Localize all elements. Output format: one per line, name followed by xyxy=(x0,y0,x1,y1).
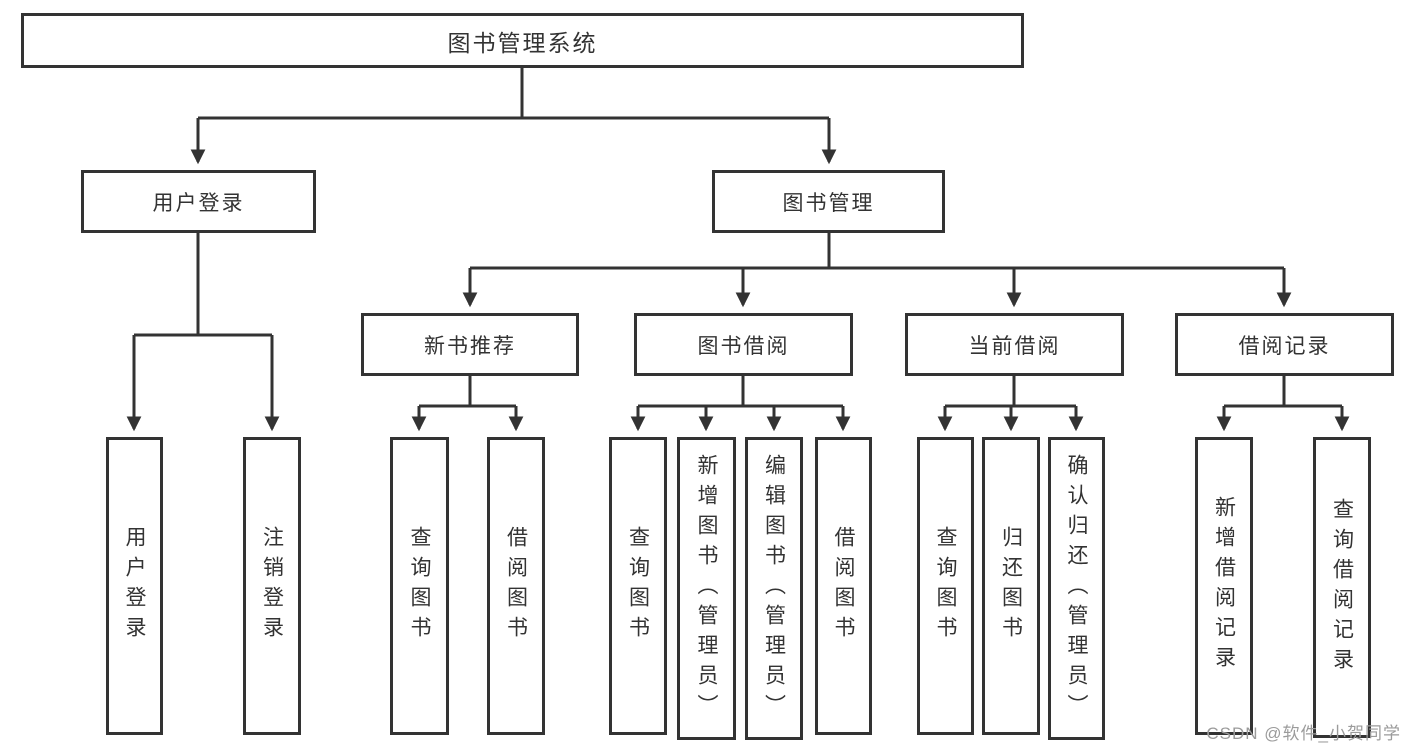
node-current-borrowing: 当前借阅 xyxy=(905,313,1124,376)
leaf-label: 新增借阅记录 xyxy=(1212,496,1236,676)
leaf-label: 查询图书 xyxy=(408,526,431,646)
node-label: 图书借阅 xyxy=(697,334,790,358)
leaf-query-books-borrow: 查询图书 xyxy=(609,437,667,735)
leaf-label: 借阅图书 xyxy=(504,526,528,646)
leaf-label: 确认归还（管理员） xyxy=(1065,453,1088,724)
leaf-query-borrow-record: 查询借阅记录 xyxy=(1313,437,1371,738)
node-borrowing-records: 借阅记录 xyxy=(1175,313,1394,376)
leaf-label: 借阅图书 xyxy=(832,526,855,646)
node-label: 用户登录 xyxy=(152,191,245,215)
leaf-label: 查询借阅记录 xyxy=(1330,497,1354,678)
node-label: 图书管理 xyxy=(782,191,875,215)
leaf-borrow-books-recommend: 借阅图书 xyxy=(487,437,545,735)
leaf-label: 查询图书 xyxy=(626,526,650,646)
leaf-query-books-current: 查询图书 xyxy=(917,437,974,735)
leaf-logout: 注销登录 xyxy=(243,437,301,735)
node-book-borrowing: 图书借阅 xyxy=(634,313,853,376)
leaf-return-books: 归还图书 xyxy=(982,437,1040,735)
node-label: 当前借阅 xyxy=(968,334,1061,358)
node-book-management: 图书管理 xyxy=(712,170,945,233)
leaf-add-books-admin: 新增图书（管理员） xyxy=(677,437,736,740)
leaf-edit-books-admin: 编辑图书（管理员） xyxy=(745,437,803,740)
node-library-management-system: 图书管理系统 xyxy=(21,13,1024,68)
leaf-confirm-return-admin: 确认归还（管理员） xyxy=(1048,437,1105,740)
node-label: 图书管理系统 xyxy=(447,29,598,56)
leaf-label: 归还图书 xyxy=(999,526,1023,646)
leaf-label: 新增图书（管理员） xyxy=(695,453,718,724)
node-label: 借阅记录 xyxy=(1238,334,1331,358)
leaf-label: 查询图书 xyxy=(934,526,957,646)
leaf-user-login: 用户登录 xyxy=(106,437,163,735)
leaf-add-borrow-record: 新增借阅记录 xyxy=(1195,437,1253,735)
leaf-label: 用户登录 xyxy=(123,526,146,646)
watermark: CSDN @软件_小贺同学 xyxy=(1206,724,1401,743)
leaf-label: 注销登录 xyxy=(260,526,284,646)
node-new-book-recommendation: 新书推荐 xyxy=(361,313,579,376)
leaf-query-books-recommend: 查询图书 xyxy=(390,437,449,735)
leaf-label: 编辑图书（管理员） xyxy=(762,453,786,724)
node-user-login: 用户登录 xyxy=(81,170,316,233)
leaf-borrow-books: 借阅图书 xyxy=(815,437,872,735)
node-label: 新书推荐 xyxy=(424,334,516,358)
